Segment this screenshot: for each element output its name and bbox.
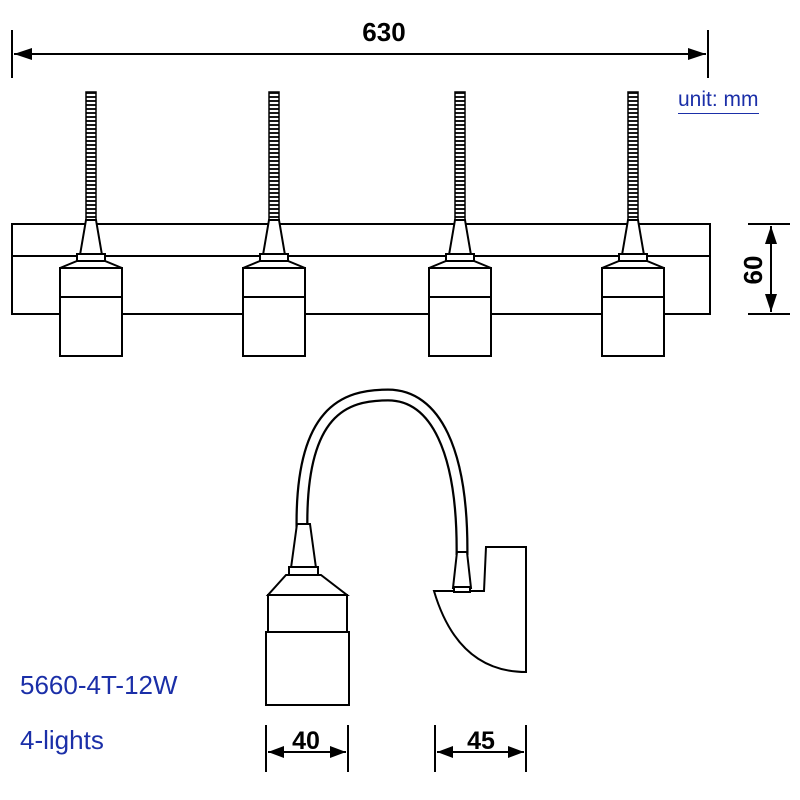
front-lamps bbox=[59, 91, 665, 357]
front-lamp-2-ring bbox=[259, 253, 289, 262]
height-arrow-top bbox=[765, 226, 777, 244]
front-lamp-4-ring bbox=[618, 253, 648, 262]
front-lamp-4-gooseneck bbox=[627, 91, 639, 221]
base-arrow-right bbox=[508, 746, 524, 758]
shade-neck bbox=[289, 523, 318, 569]
front-lamp-1-shade-lower bbox=[59, 296, 123, 357]
front-lamp-3 bbox=[428, 91, 492, 357]
bracket-height-dimension bbox=[748, 223, 790, 315]
front-lamp-4-shade-lower bbox=[601, 296, 665, 357]
front-lamp-4-shade-upper bbox=[601, 267, 665, 299]
front-lamp-4 bbox=[601, 91, 665, 357]
shade-neck-ring bbox=[288, 566, 319, 576]
total-width-dimension bbox=[11, 30, 709, 78]
base-depth-value: 45 bbox=[467, 727, 495, 755]
shade-lower-section bbox=[265, 631, 350, 706]
front-lamp-1-shade-upper bbox=[59, 267, 123, 299]
wall-mount-base bbox=[432, 546, 527, 674]
shade-arrow-right bbox=[330, 746, 346, 758]
front-lamp-2-shade-upper bbox=[242, 267, 306, 299]
front-lamp-3-ring bbox=[445, 253, 475, 262]
base-collar bbox=[451, 551, 473, 589]
shade-arrow-left bbox=[268, 746, 284, 758]
front-view bbox=[11, 223, 711, 315]
bracket-bar bbox=[11, 223, 711, 315]
shade-upper-section bbox=[267, 594, 348, 634]
front-lamp-3-shade-upper bbox=[428, 267, 492, 299]
total-width-value: 630 bbox=[362, 17, 405, 47]
base-collar-ring bbox=[453, 586, 471, 593]
light-count-label: 4-lights bbox=[20, 725, 104, 755]
height-arrow-bottom bbox=[765, 294, 777, 312]
side-view bbox=[265, 388, 527, 706]
gooseneck-arm-core bbox=[297, 390, 467, 556]
base-arrow-left bbox=[437, 746, 453, 758]
model-code-label: 5660-4T-12W bbox=[20, 670, 178, 700]
unit-label: unit: mm bbox=[678, 88, 759, 114]
front-lamp-3-shade-lower bbox=[428, 296, 492, 357]
front-lamp-3-gooseneck bbox=[454, 91, 466, 221]
front-lamp-1-gooseneck bbox=[85, 91, 97, 221]
front-lamp-2-shade-lower bbox=[242, 296, 306, 357]
width-arrow-left bbox=[14, 48, 32, 60]
shade-width-value: 40 bbox=[292, 727, 320, 755]
front-lamp-1-ring bbox=[76, 253, 106, 262]
front-lamp-2 bbox=[242, 91, 306, 357]
width-arrow-right bbox=[688, 48, 706, 60]
front-lamp-1 bbox=[59, 91, 123, 357]
front-lamp-2-gooseneck bbox=[268, 91, 280, 221]
base-depth-dimension bbox=[434, 725, 527, 772]
shade-cone bbox=[265, 574, 350, 596]
shade-width-dimension bbox=[265, 725, 349, 772]
bracket-height-value: 60 bbox=[738, 256, 768, 285]
